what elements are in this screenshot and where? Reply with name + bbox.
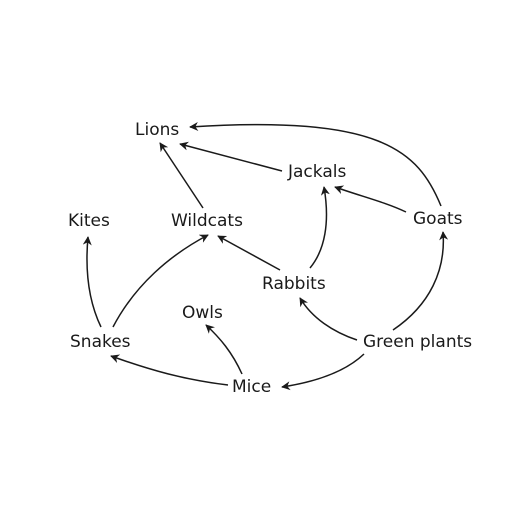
arrow-snakes-to-kites [82, 236, 102, 328]
node-snakes: Snakes [70, 332, 131, 352]
arrow-green-plants-to-mice [281, 353, 365, 391]
arrow-rabbits-to-wildcats [217, 235, 281, 271]
arrow-green-plants-to-rabbits [299, 297, 358, 341]
arrow-green-plants-to-goats [392, 231, 449, 331]
node-wildcats: Wildcats [171, 211, 243, 231]
arrow-snakes-to-wildcats [112, 234, 209, 328]
node-lions: Lions [135, 120, 180, 140]
node-owls: Owls [182, 303, 223, 323]
arrow-goats-to-jackals [334, 185, 407, 213]
node-rabbits: Rabbits [262, 274, 326, 294]
node-green-plants: Green plants [363, 332, 473, 352]
arrow-jackals-to-lions [179, 141, 283, 172]
arrow-wildcats-to-lions [159, 142, 204, 209]
node-kites: Kites [68, 211, 110, 231]
arrow-goats-to-lions [189, 121, 442, 207]
node-mice: Mice [232, 377, 272, 397]
node-jackals: Jackals [288, 162, 347, 182]
arrow-rabbits-to-jackals [309, 186, 330, 269]
node-goats: Goats [413, 209, 463, 229]
arrow-mice-to-owls [205, 324, 243, 375]
arrow-mice-to-snakes [110, 354, 229, 386]
